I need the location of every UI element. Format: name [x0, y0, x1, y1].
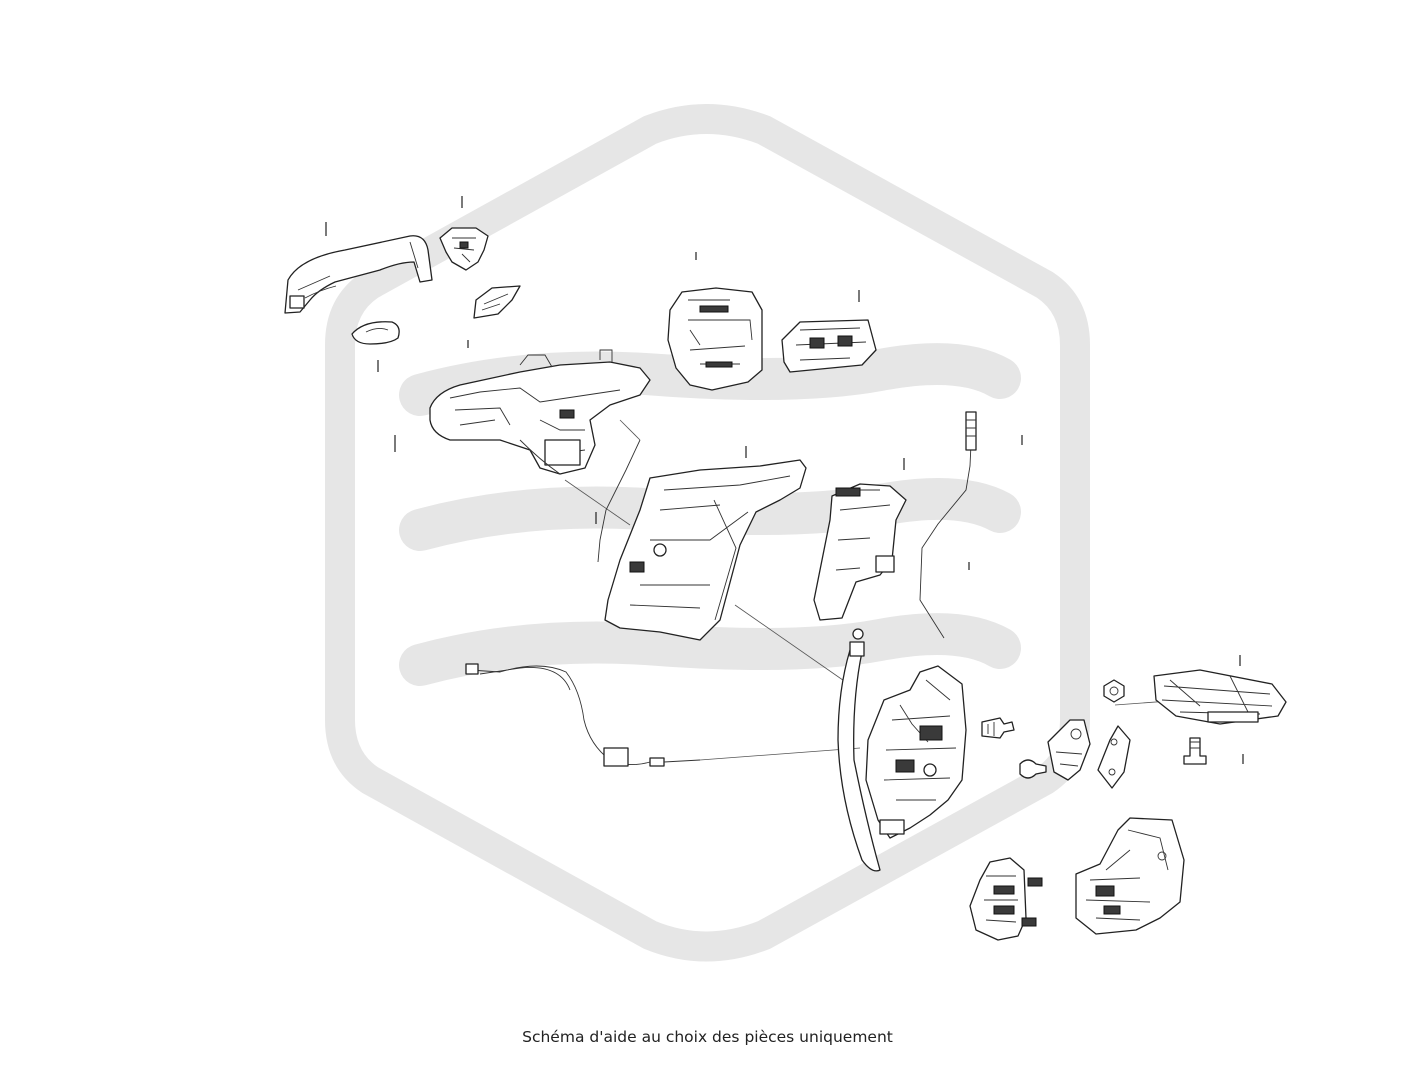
part-reference-ticks — [325, 196, 1244, 764]
latch-housing-left — [969, 857, 1043, 941]
fasteners — [981, 679, 1207, 779]
outer-door-handle — [284, 235, 433, 314]
leader-lines — [564, 419, 1211, 761]
latch-cable — [837, 628, 881, 872]
handle-bracket — [429, 349, 651, 475]
lock-cable — [465, 663, 701, 767]
striker-plate — [1047, 719, 1091, 781]
check-strap — [1153, 669, 1287, 725]
door-latch — [865, 665, 967, 839]
handle-cap — [439, 227, 489, 271]
actuator — [813, 483, 907, 621]
latch-housing-right — [1075, 817, 1185, 935]
shim-plate — [1097, 725, 1131, 789]
trim-cover — [667, 287, 763, 391]
lock-cover — [781, 319, 877, 373]
disclaimer-caption: Schéma d'aide au choix des pièces unique… — [522, 1028, 893, 1046]
rods — [597, 411, 977, 639]
inner-trim-panel — [604, 459, 807, 641]
escutcheon — [351, 321, 400, 345]
handle-gasket — [473, 285, 521, 319]
